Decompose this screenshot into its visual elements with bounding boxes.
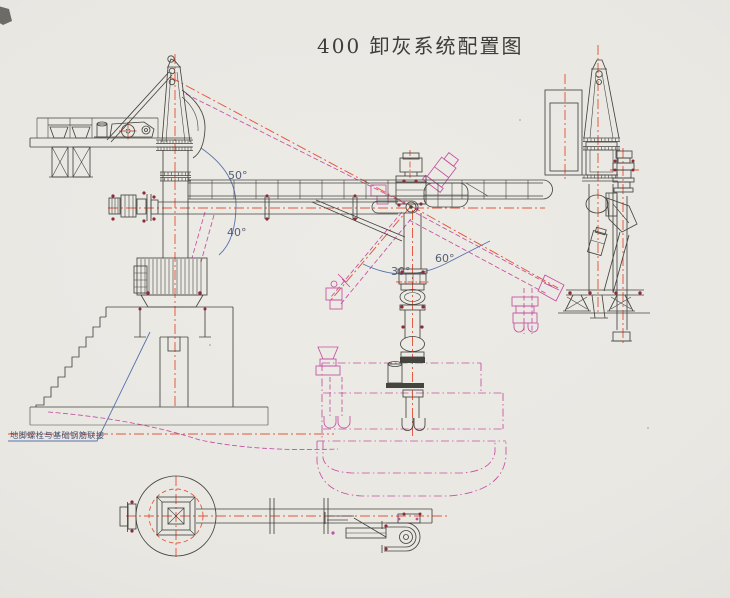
anchor-bolt-note: 地脚螺栓与基础钢筋联接 <box>8 331 151 442</box>
leader-line <box>8 331 151 442</box>
slewing-housing <box>136 257 208 296</box>
ball-joint <box>400 336 425 352</box>
mast-section <box>156 496 196 536</box>
bolt-dots <box>111 159 642 551</box>
angle-label-lower: 40° <box>227 226 247 239</box>
tower-mast <box>133 55 208 308</box>
pipe-flange <box>269 498 329 534</box>
anchor-bolts <box>134 307 211 338</box>
tie-rod <box>311 199 406 242</box>
platform-deck <box>29 137 192 148</box>
drive-motor <box>399 157 423 173</box>
hopper <box>48 124 70 139</box>
phantom-positions <box>47 93 565 451</box>
gusset-plate <box>181 89 206 159</box>
side-elevation-view <box>544 59 650 342</box>
luffing-angle-arc <box>200 147 237 256</box>
ash-pipe <box>158 201 398 215</box>
ship-hold-outline <box>316 362 507 497</box>
pipe-flange <box>264 197 358 219</box>
angle-labels: 50° 40° 30° 60° <box>227 169 455 278</box>
boom-truss <box>108 179 553 242</box>
chute-elbow <box>606 197 638 233</box>
drive-box <box>133 265 148 294</box>
mounted-motor <box>586 226 608 257</box>
drop-pipe <box>386 213 428 431</box>
counter-balance <box>371 200 419 214</box>
tower-column <box>162 150 189 258</box>
pivot-hub <box>405 201 417 213</box>
bolt-pocket <box>159 336 189 407</box>
corner-blemish <box>0 6 12 25</box>
angle-label-upper: 50° <box>228 169 248 182</box>
drawing-title: 400 卸灰系统配置图 <box>317 34 524 58</box>
slewing-pivot-assembly <box>395 152 469 213</box>
bolted-flange <box>160 171 191 182</box>
winch-body <box>109 121 155 138</box>
dimension-arcs <box>200 147 491 275</box>
anchor-bolt-note-text: 地脚螺栓与基础钢筋联接 <box>10 430 104 440</box>
slewing-base <box>140 294 204 308</box>
drum <box>585 194 609 214</box>
angle-label-slew-left: 30° <box>391 265 411 278</box>
bolted-flange <box>156 139 193 151</box>
counterweight-box <box>544 89 583 176</box>
title-block: 400 卸灰系统配置图 <box>317 34 524 58</box>
left-pipe-fitting <box>108 194 159 221</box>
slewing-angle-arc <box>362 240 491 275</box>
discharge-skirt <box>401 418 426 431</box>
return-bend-assembly <box>324 512 421 553</box>
ball-joint <box>399 289 426 305</box>
stairs <box>35 317 101 407</box>
plan-view <box>119 475 433 557</box>
tie-rod <box>106 71 173 143</box>
inclined-chute <box>603 231 630 294</box>
red-centerlines <box>8 45 641 557</box>
gearbox <box>395 181 427 205</box>
foundation-pedestal <box>29 306 269 426</box>
angle-label-slew-right: 60° <box>435 252 455 265</box>
counterweight-platform <box>29 71 192 178</box>
hopper <box>70 124 92 139</box>
base-beam <box>566 289 644 296</box>
ground-break-line <box>47 411 339 451</box>
photo-artifacts <box>0 6 649 429</box>
mast-head-sheave <box>167 55 175 63</box>
